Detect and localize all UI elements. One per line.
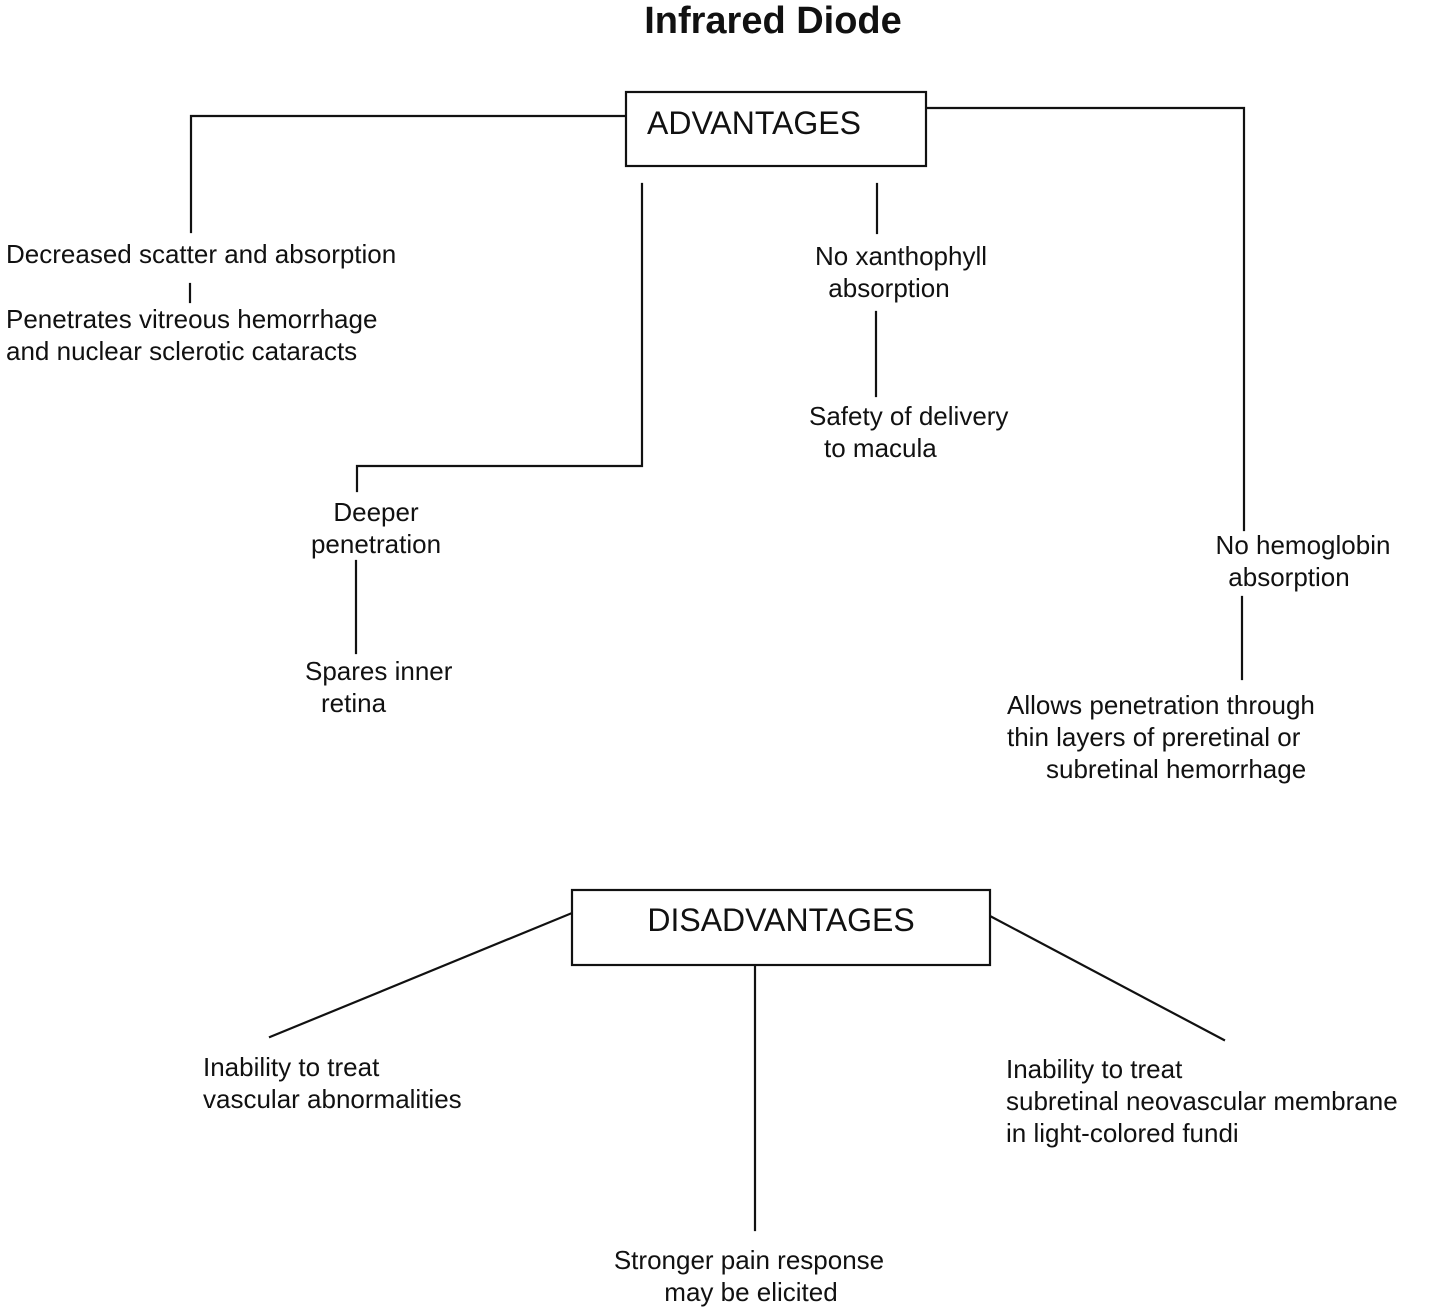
svg-text:Safety of delivery: Safety of delivery <box>809 401 1008 431</box>
disadvantages-connectors <box>268 911 1226 1232</box>
node-inability-vascular: Inability to treat vascular abnormalitie… <box>203 1052 462 1114</box>
node-stronger-pain: Stronger pain response may be elicited <box>614 1245 884 1307</box>
svg-text:absorption: absorption <box>828 273 949 303</box>
node-allows-penetration: Allows penetration through thin layers o… <box>1007 690 1315 784</box>
svg-text:Stronger pain response: Stronger pain response <box>614 1245 884 1275</box>
svg-text:Spares inner: Spares inner <box>305 656 453 686</box>
connector-advantages-to-hemoglobin <box>924 106 1246 532</box>
connector-advantages-to-penetration <box>355 182 644 493</box>
svg-text:Inability to treat: Inability to treat <box>203 1052 380 1082</box>
svg-text:No xanthophyll: No xanthophyll <box>815 241 987 271</box>
svg-text:Penetrates vitreous hemorrhage: Penetrates vitreous hemorrhage <box>6 304 377 334</box>
node-safety-of-delivery: Safety of delivery to macula <box>809 401 1008 463</box>
node-penetrates-vitreous: Penetrates vitreous hemorrhage and nucle… <box>6 304 377 366</box>
svg-text:subretinal hemorrhage: subretinal hemorrhage <box>1046 754 1306 784</box>
svg-text:penetration: penetration <box>311 529 441 559</box>
advantages-box: ADVANTAGES <box>624 90 928 168</box>
svg-text:absorption: absorption <box>1228 562 1349 592</box>
node-no-hemoglobin: No hemoglobin absorption <box>1216 530 1391 592</box>
advantages-label: ADVANTAGES <box>647 105 861 141</box>
disadvantages-label: DISADVANTAGES <box>647 902 914 938</box>
svg-text:thin layers of preretinal or: thin layers of preretinal or <box>1007 722 1301 752</box>
diagram-title: Infrared Diode <box>644 0 902 42</box>
svg-text:Inability to treat: Inability to treat <box>1006 1054 1183 1084</box>
node-inability-subretinal: Inability to treat subretinal neovascula… <box>1006 1054 1398 1148</box>
svg-text:vascular abnormalities: vascular abnormalities <box>203 1084 462 1114</box>
advantages-connectors <box>188 106 1246 681</box>
svg-text:may be elicited: may be elicited <box>664 1277 837 1307</box>
svg-text:Allows penetration through: Allows penetration through <box>1007 690 1315 720</box>
svg-text:to macula: to macula <box>824 433 937 463</box>
svg-text:retina: retina <box>321 688 387 718</box>
svg-text:in light-colored fundi: in light-colored fundi <box>1006 1118 1239 1148</box>
svg-text:Deeper: Deeper <box>333 497 419 527</box>
disadvantages-box: DISADVANTAGES <box>570 888 992 967</box>
connector-disadvantages-to-vascular <box>268 911 574 1039</box>
svg-text:subretinal neovascular membran: subretinal neovascular membrane <box>1006 1086 1398 1116</box>
svg-text:and nuclear sclerotic cataract: and nuclear sclerotic cataracts <box>6 336 357 366</box>
node-deeper-penetration: Deeper penetration <box>311 497 441 559</box>
node-spares-inner-retina: Spares inner retina <box>305 656 453 718</box>
connector-advantages-to-scatter <box>189 114 628 234</box>
node-decreased-scatter: Decreased scatter and absorption <box>6 239 396 269</box>
svg-text:No hemoglobin: No hemoglobin <box>1216 530 1391 560</box>
connector-disadvantages-to-subretinal <box>988 914 1226 1042</box>
node-no-xanthophyll: No xanthophyll absorption <box>815 241 987 303</box>
